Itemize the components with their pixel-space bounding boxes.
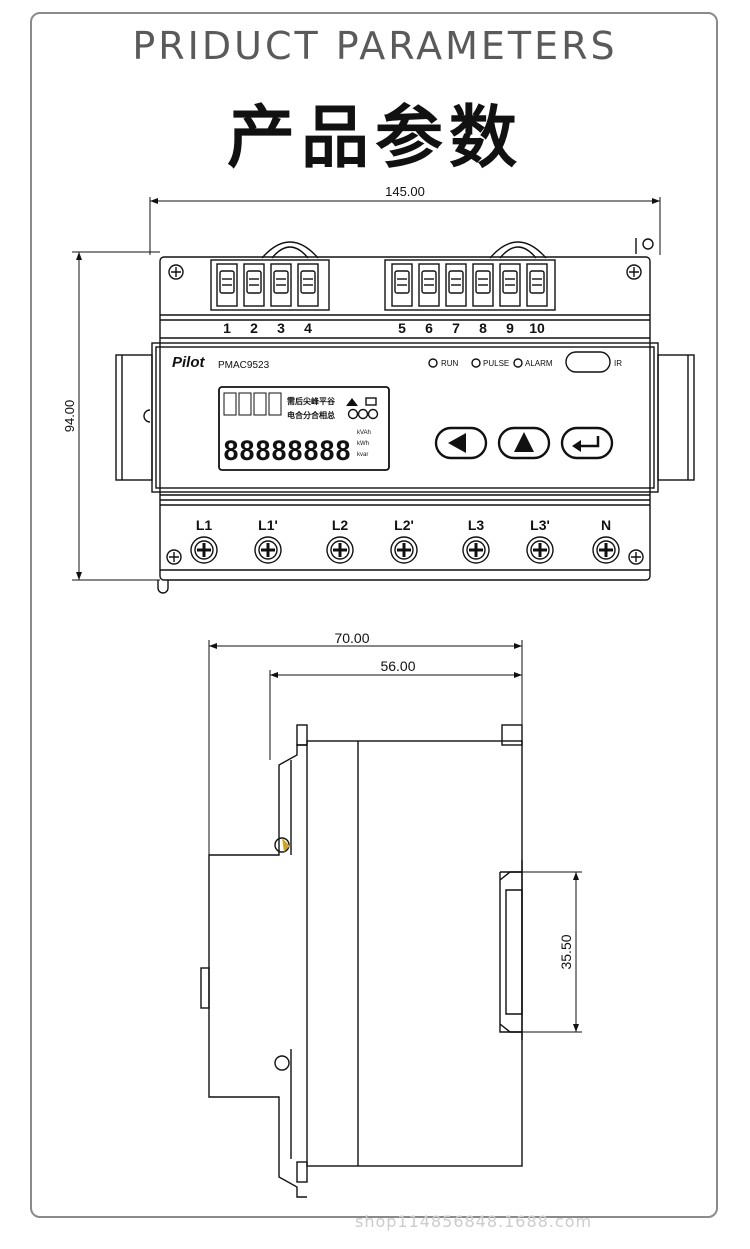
top-terminal-screw xyxy=(502,270,518,294)
bottom-terminal-screw xyxy=(190,536,218,564)
bottom-terminal-screw xyxy=(326,536,354,564)
top-terminal-screw xyxy=(529,270,545,294)
bottom-terminal-screw xyxy=(526,536,554,564)
front-width-dim: 145.00 xyxy=(385,184,425,199)
top-terminal-cell xyxy=(499,263,521,307)
bottom-terminal-label: L2' xyxy=(394,517,414,533)
front-height-dim: 94.00 xyxy=(62,400,77,433)
top-terminal-number: 10 xyxy=(529,320,545,336)
top-terminal-cell xyxy=(270,263,292,307)
up-button[interactable] xyxy=(497,426,551,460)
top-terminal-cell xyxy=(445,263,467,307)
lcd-row1: 需后尖峰平谷 xyxy=(287,396,336,406)
bottom-terminal-screw xyxy=(390,536,418,564)
top-terminal-number: 9 xyxy=(506,320,514,336)
left-button[interactable] xyxy=(434,426,488,460)
left-arrow-icon xyxy=(448,433,466,453)
lcd-unit-kvah: kVAh xyxy=(357,430,371,436)
top-terminal-screw xyxy=(421,270,437,294)
indicator-run: RUN xyxy=(441,359,459,368)
brand-logo: Pilot xyxy=(172,354,206,371)
top-terminal-cell xyxy=(243,263,265,307)
title-english: PRIDUCT PARAMETERS xyxy=(132,24,618,68)
bottom-terminal-label: L1' xyxy=(258,517,278,533)
bottom-terminals-block xyxy=(157,494,650,594)
enter-icon xyxy=(576,436,600,448)
top-terminal-number: 3 xyxy=(277,320,285,336)
bottom-terminal-screw xyxy=(254,536,282,564)
lcd-screen xyxy=(218,386,390,471)
indicator-alarm: ALARM xyxy=(525,359,553,368)
top-terminal-screw xyxy=(300,270,316,294)
top-terminal-screw xyxy=(475,270,491,294)
top-terminal-number: 5 xyxy=(398,320,406,336)
lcd-unit-kvar: kvar xyxy=(357,452,368,458)
front-panel: Pilot PMAC9523 RUN PULSE ALARM IR 需后尖峰平谷… xyxy=(172,351,622,471)
top-terminal-cell xyxy=(216,263,238,307)
top-terminal-screw xyxy=(394,270,410,294)
side-view: 70.00 56.00 35.50 xyxy=(200,630,582,1198)
rail-dim: 35.50 xyxy=(558,934,574,969)
top-terminal-screw xyxy=(246,270,262,294)
front-view: 145.00 94.00 xyxy=(62,184,695,581)
model-label: PMAC9523 xyxy=(218,360,270,371)
top-terminal-cell xyxy=(297,263,319,307)
indicator-pulse: PULSE xyxy=(483,359,509,368)
bottom-terminal-label: L3 xyxy=(468,517,485,533)
bottom-terminal-screw xyxy=(462,536,490,564)
side-depth-dim: 70.00 xyxy=(334,630,369,646)
indicator-ir: IR xyxy=(614,359,622,368)
lcd-digits: 88888888 xyxy=(223,436,351,470)
lcd-unit-kwh: kWh xyxy=(357,441,369,447)
top-terminal-number: 2 xyxy=(250,320,258,336)
top-terminal-number: 8 xyxy=(479,320,487,336)
top-terminal-number: 4 xyxy=(304,320,312,336)
watermark: shop114856848.1688.com xyxy=(355,1212,593,1231)
top-terminal-number: 1 xyxy=(223,320,231,336)
bottom-terminal-label: L1 xyxy=(196,517,213,533)
top-terminal-cell xyxy=(418,263,440,307)
page-frame xyxy=(30,12,718,1218)
top-terminal-cell xyxy=(526,263,548,307)
top-terminal-screw xyxy=(448,270,464,294)
bottom-terminal-label: N xyxy=(601,517,611,533)
bottom-terminal-label: L3' xyxy=(530,517,550,533)
up-arrow-icon xyxy=(514,432,534,452)
top-terminal-number: 7 xyxy=(452,320,460,336)
top-terminal-number: 6 xyxy=(425,320,433,336)
title-chinese: 产品参数 xyxy=(226,99,523,178)
bottom-terminal-screw xyxy=(592,536,620,564)
top-terminal-cell xyxy=(472,263,494,307)
side-body-dim: 56.00 xyxy=(380,658,415,674)
enter-button[interactable] xyxy=(560,426,614,460)
bottom-terminal-label: L2 xyxy=(332,517,349,533)
top-terminal-screw xyxy=(219,270,235,294)
top-terminal-cell xyxy=(391,263,413,307)
top-terminal-screw xyxy=(273,270,289,294)
lcd-row2: 电合分合相总 xyxy=(287,410,335,420)
